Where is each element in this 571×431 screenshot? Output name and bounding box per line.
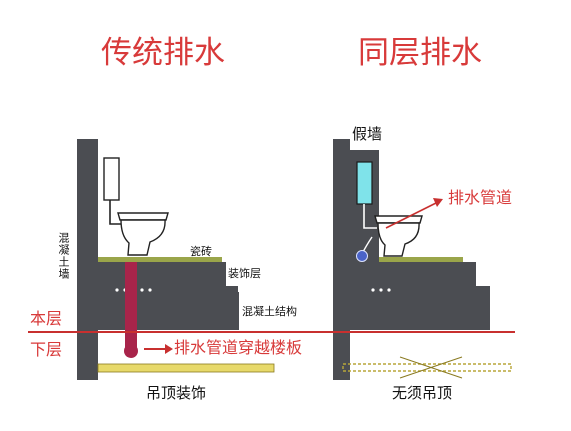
left-slab-step xyxy=(225,292,239,330)
right-pipe-label: 排水管道 xyxy=(448,188,513,207)
title-same-floor: 同层排水 xyxy=(358,35,482,71)
left-concrete-wall xyxy=(77,139,98,380)
right-tile-layer xyxy=(379,257,463,262)
left-drain-pipe xyxy=(125,262,137,349)
left-decor-label: 装饰层 xyxy=(228,267,261,280)
left-tile-label: 瓷砖 xyxy=(190,245,212,258)
title-traditional: 传统排水 xyxy=(101,35,225,71)
left-cistern-pipe xyxy=(109,200,122,225)
left-panel xyxy=(77,139,275,380)
right-ceiling-label: 无须吊顶 xyxy=(392,384,453,402)
floor-label-this: 本层 xyxy=(30,309,63,328)
left-drain-outlet xyxy=(124,344,138,358)
left-tile-layer xyxy=(98,257,222,262)
left-concrete-label: 混凝土结构 xyxy=(242,305,297,318)
right-slab-dots xyxy=(371,288,391,292)
left-concrete-structure xyxy=(98,286,238,330)
right-cistern-pipe xyxy=(363,204,377,229)
left-wall-label: 混凝土墙 xyxy=(57,232,70,280)
right-pipe-arrow xyxy=(385,202,437,229)
right-ceiling-cross-b xyxy=(399,356,463,379)
left-pipe-label: 排水管道穿越楼板 xyxy=(174,338,303,357)
right-cistern xyxy=(356,161,373,205)
floor-label-lower: 下层 xyxy=(30,340,63,359)
left-toilet xyxy=(117,212,169,256)
right-ceiling-absent xyxy=(342,363,512,372)
right-toilet xyxy=(374,215,423,257)
right-pipe-arrowhead xyxy=(433,198,443,207)
right-concrete-wall xyxy=(333,139,350,380)
left-decor-layer xyxy=(98,262,226,286)
left-ceiling-label: 吊顶装饰 xyxy=(146,384,207,402)
right-drain-trap xyxy=(356,250,368,262)
left-pipe-arrowhead xyxy=(165,344,173,354)
right-concrete-structure xyxy=(350,286,490,330)
left-ceiling xyxy=(97,363,275,373)
right-panel xyxy=(333,139,512,380)
right-false-wall-label: 假墙 xyxy=(352,125,383,143)
left-cistern xyxy=(103,157,120,201)
right-decor-layer xyxy=(350,262,476,286)
